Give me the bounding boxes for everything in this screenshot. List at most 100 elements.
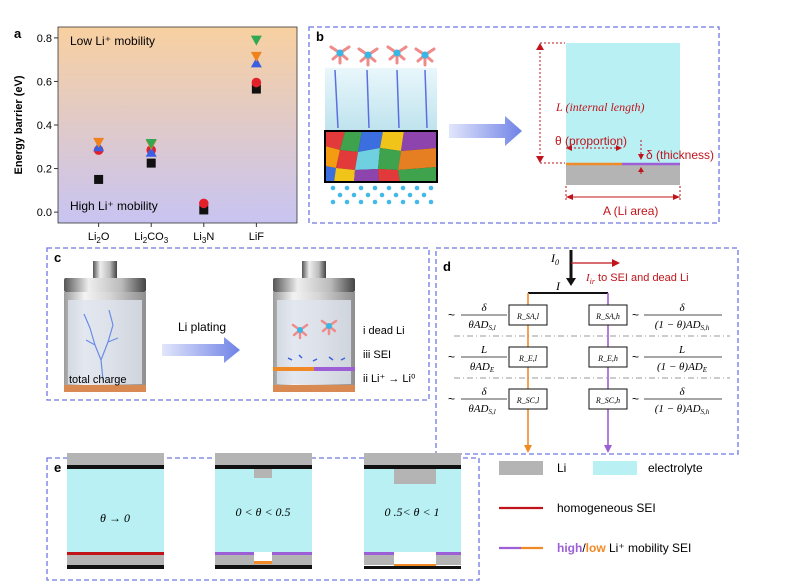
data-point-triangle-down <box>93 137 105 148</box>
total-charge-label: total charge <box>69 374 126 386</box>
formula-left-3: ~ δ θADS,l <box>448 386 507 416</box>
panel-e-label: e <box>54 460 61 475</box>
i0-subscript: 0 <box>555 258 559 267</box>
sei-label: iii SEI <box>363 349 391 361</box>
formula-left-1-num: δ <box>481 302 487 314</box>
formula-right-2-den: (1 − θ)ADE <box>657 361 708 374</box>
x-tick-label: Li2O <box>88 231 110 245</box>
formula-left-3-den: θADS,l <box>468 403 495 416</box>
formula-right-1-den-sub: S,h <box>701 324 710 332</box>
formula-left-2-den: θADE <box>470 361 495 374</box>
data-point-circle <box>198 198 209 209</box>
dead-li-marks <box>287 354 346 362</box>
region-low-label: Low Li⁺ mobility <box>70 34 155 48</box>
panel-d-frame <box>435 247 739 455</box>
formula-left-2-den-main: θAD <box>470 361 490 373</box>
formula-left-1-den-sub: S,l <box>488 324 495 332</box>
formula-right-3: ~ δ (1 − θ)ADS,h <box>632 386 722 416</box>
plating-label: Li plating <box>178 320 226 334</box>
x-tick-label: LiF <box>249 231 265 243</box>
panel-b-label: b <box>316 29 324 44</box>
formula-left-1-den: θADS,l <box>468 319 495 332</box>
electrolyte-block <box>325 68 437 130</box>
svg-text:~: ~ <box>632 350 639 364</box>
panel-c-label: c <box>54 250 61 265</box>
resistor-sc-high: R_SC,h <box>588 388 628 410</box>
irr-symbol: I <box>585 272 591 284</box>
length-label: L (internal length) <box>555 100 644 114</box>
data-point-square <box>251 84 261 94</box>
panel-b-frame <box>308 26 720 224</box>
y-tick-label: 0.4 <box>37 120 52 132</box>
legend-low-word: low <box>586 541 607 555</box>
dimension-arrowheads <box>536 43 680 200</box>
legend-electrolyte-label: electrolyte <box>648 461 703 475</box>
formula-left-1-den-main: θAD <box>468 319 488 331</box>
sei-mosaic <box>324 130 438 183</box>
model-arrow <box>449 116 522 146</box>
data-point-square <box>94 174 104 184</box>
resistor-sc-high-label: R_SC,h <box>595 396 620 405</box>
formula-left-3-den-main: θAD <box>468 403 488 415</box>
case-1-label: θ → 0 <box>100 511 130 525</box>
formula-left-2-den-sub: E <box>489 366 495 374</box>
legend-li-swatch <box>499 461 543 475</box>
irr-subscript: ir <box>590 277 596 286</box>
i-label: I <box>555 279 561 293</box>
resistor-e-high: R_E,h <box>588 346 628 368</box>
data-point-triangle-down <box>250 51 262 62</box>
legend-high-word: high <box>557 541 582 555</box>
formula-right-2-den-sub: E <box>702 366 708 374</box>
y-tick-label: 0.0 <box>37 207 52 219</box>
low-branch-arrow <box>524 445 532 453</box>
formula-left-2-num: L <box>480 344 487 356</box>
resistor-sa-high-label: R_SA,h <box>595 312 620 321</box>
x-tick-label: Li3N <box>193 231 214 245</box>
section-dividers <box>454 335 730 379</box>
panel-b: b <box>308 26 720 224</box>
panel-e: e θ → 0 0 < θ < 0.5 <box>46 453 703 581</box>
panel-e-legend: Li electrolyte homogeneous SEI high/low … <box>499 461 703 555</box>
data-point-triangle-up <box>250 57 262 68</box>
y-tick-label: 0.6 <box>37 76 52 88</box>
case-2-label: 0 < θ < 0.5 <box>235 505 290 519</box>
irr-current-arrow <box>612 259 620 267</box>
y-axis-ticks: 0.00.20.40.60.8 <box>37 33 58 219</box>
resistor-sa-low-label: R_SA,l <box>516 312 540 321</box>
data-marks <box>93 35 262 215</box>
main-current-arrow <box>566 278 576 286</box>
data-point-triangle-down <box>145 139 157 150</box>
legend-slash: / <box>582 541 586 555</box>
formula-left-1: ~ δ θADS,l <box>448 302 507 332</box>
formula-right-3-num: δ <box>679 386 685 398</box>
high-branch-arrow <box>604 445 612 453</box>
area-label: A (Li area) <box>603 204 658 218</box>
formula-right-3-den-sub: S,h <box>701 408 710 416</box>
svg-text:~: ~ <box>632 308 639 322</box>
resistor-e-high-label: R_E,h <box>597 354 618 363</box>
plot-area <box>57 26 298 224</box>
proportion-label: θ (proportion) <box>555 134 627 148</box>
resistor-e-low-label: R_E,l <box>518 354 538 363</box>
battery-after <box>273 261 355 392</box>
y-tick-label: 0.2 <box>37 164 52 176</box>
dendrite-icon <box>83 309 119 381</box>
li-deposition-label: ii Li⁺ → Li⁰ <box>363 373 416 385</box>
formula-right-1-den-main: (1 − θ)AD <box>655 319 701 331</box>
formula-right-2-num: L <box>678 344 685 356</box>
svg-text:~: ~ <box>448 308 455 322</box>
data-point-circle <box>251 77 262 88</box>
formula-left-3-den-sub: S,l <box>488 408 495 416</box>
legend-electrolyte-swatch <box>593 461 637 475</box>
formula-right-1: ~ δ (1 − θ)ADS,h <box>632 302 722 332</box>
panel-a: a Low Li⁺ mobility High Li⁺ mobility Ene… <box>13 26 298 245</box>
legend-homogeneous-label: homogeneous SEI <box>557 501 656 515</box>
resistor-sc-low: R_SC,l <box>508 388 548 410</box>
i0-label: I0 <box>550 251 559 267</box>
formula-right-1-num: δ <box>679 302 685 314</box>
li-metal-beads <box>330 185 434 205</box>
panel-c: c total charge Li plating <box>46 247 430 401</box>
